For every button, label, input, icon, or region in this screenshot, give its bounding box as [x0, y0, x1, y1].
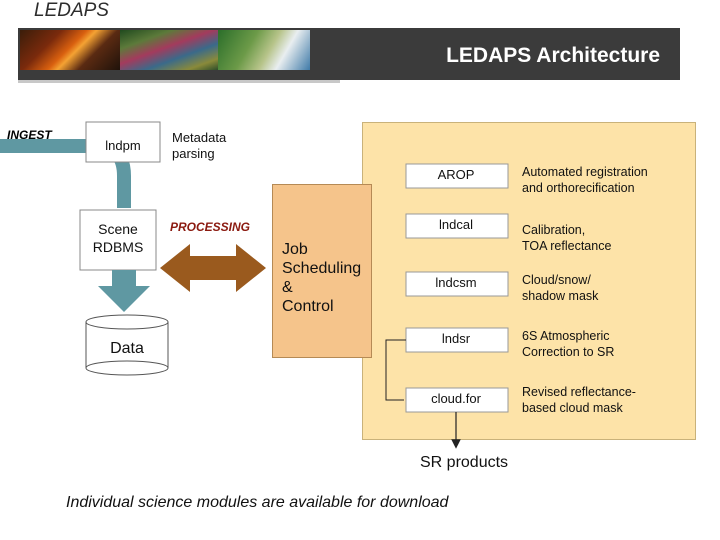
- metadata-parsing-label: Metadata parsing: [172, 130, 227, 161]
- lndpm-label: lndpm: [105, 138, 141, 153]
- ingest-label: INGEST: [7, 128, 52, 142]
- banner-image-fire: [20, 30, 120, 70]
- module-lndsr-description: 6S Atmospheric Correction to SR: [522, 329, 615, 359]
- scene-rdbms-label: Scene RDBMS: [92, 221, 144, 255]
- sr-products-label: SR products: [420, 454, 509, 471]
- module-box-lndcal: [405, 213, 509, 239]
- module-cloud-for: cloud.for: [431, 391, 481, 406]
- banner-image-map: [218, 30, 310, 70]
- module-lndcal-description: Calibration, TOA reflectance: [522, 223, 612, 253]
- banner-image-landsat: [120, 30, 218, 70]
- processing-double-arrow: [160, 244, 266, 292]
- module-lndcsm-description: Cloud/snow/ shadow mask: [522, 273, 599, 303]
- job-scheduling-label: Job Scheduling & Control: [282, 241, 362, 315]
- module-box-lndcsm: [405, 271, 509, 297]
- module-lndcal: lndcal: [439, 217, 473, 232]
- logo-text: LEDAPS: [34, 0, 109, 21]
- module-arop-description: Automated registration and orthorecifica…: [522, 165, 648, 195]
- store-arrow: [98, 270, 150, 312]
- processing-label: PROCESSING: [170, 220, 251, 234]
- module-box-lndsr: [405, 327, 509, 353]
- scene-rdbms-box: [79, 209, 157, 271]
- module-box-cloud-for: [405, 387, 509, 413]
- page-title: LEDAPS Architecture: [446, 44, 660, 67]
- module-lndcsm: lndcsm: [435, 275, 477, 290]
- module-lndsr: lndsr: [441, 331, 471, 346]
- lndpm-box: [85, 121, 161, 163]
- module-cloud-for-description: Revised reflectance- based cloud mask: [522, 385, 636, 415]
- lndsr-connector: [385, 339, 406, 401]
- data-cylinder: [85, 314, 169, 376]
- module-box-arop: [405, 163, 509, 189]
- job-scheduling-box: [272, 184, 372, 358]
- download-footnote: Individual science modules are available…: [66, 494, 449, 511]
- module-arop: AROP: [437, 167, 475, 182]
- data-label: Data: [110, 340, 144, 357]
- banner-underline: [18, 80, 340, 83]
